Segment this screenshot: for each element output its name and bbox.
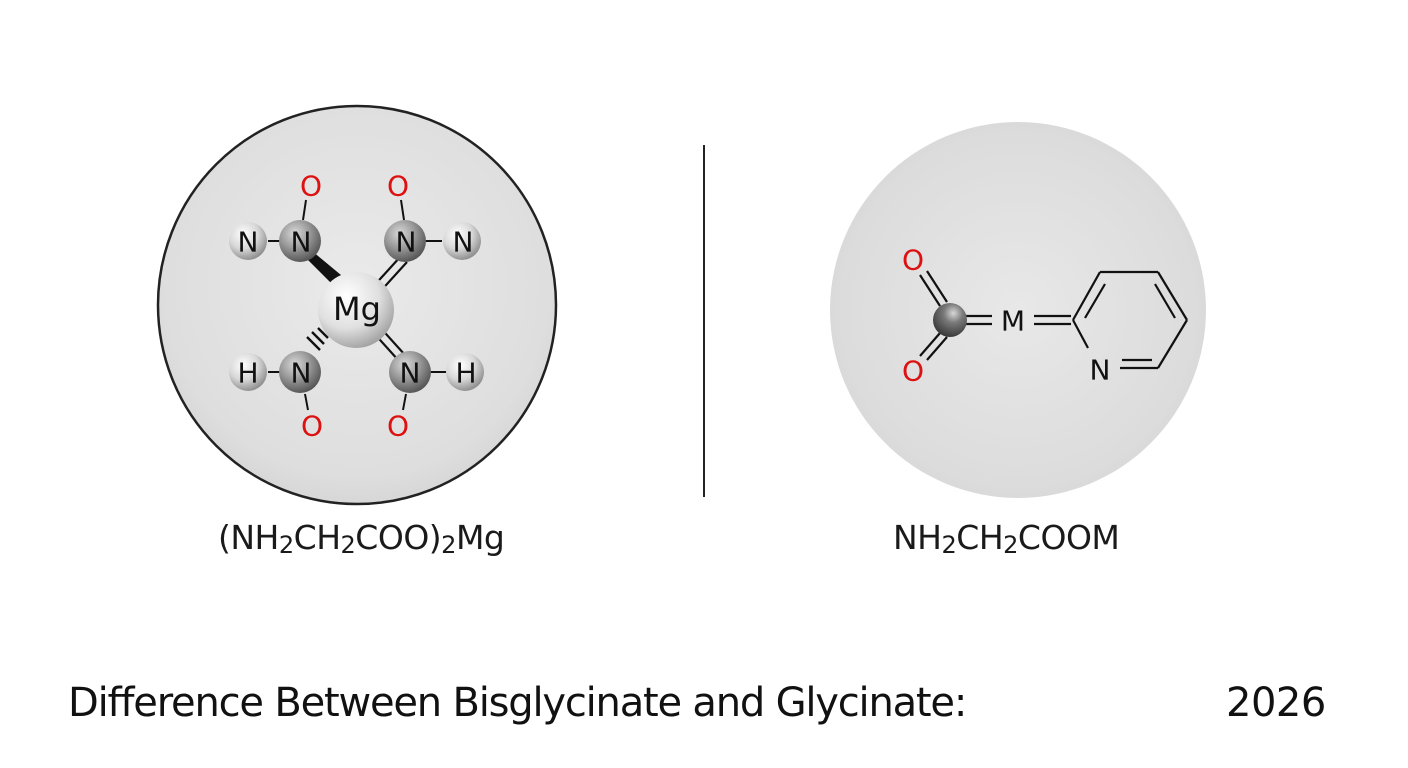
formula-subscript: 2 <box>340 531 356 559</box>
formula-subscript: 2 <box>1003 531 1018 559</box>
atom-label-m: M <box>1001 305 1025 338</box>
atom-label-o: O <box>902 244 924 277</box>
atom-label-mg: Mg <box>333 290 381 328</box>
atom-label-o: O <box>387 170 409 203</box>
atom-ball-n <box>384 220 426 262</box>
atom-label-o: O <box>902 355 924 388</box>
atom-ball-n <box>389 351 431 393</box>
atom-ball-h <box>229 353 267 391</box>
atom-ball-h <box>446 353 484 391</box>
atom-label-n: N <box>453 226 474 259</box>
atom-label-n: N <box>291 226 312 259</box>
formula-part: CH <box>956 518 1004 557</box>
atom-label-n: N <box>396 226 417 259</box>
atom-ball-mg <box>318 272 394 348</box>
formula-part: CH <box>293 518 341 557</box>
formula-part: COOM <box>1017 518 1120 557</box>
atom-ball-n <box>443 222 481 260</box>
atom-label-o: O <box>301 410 323 443</box>
formula-part: NH <box>893 518 942 557</box>
atom-ball-n <box>279 351 321 393</box>
atom-label-o: O <box>387 410 409 443</box>
caption-year: 2026 <box>1226 680 1326 726</box>
atom-label-h: H <box>237 357 258 390</box>
atom-label-n: N <box>238 226 259 259</box>
right-molecule-circle <box>830 122 1206 498</box>
pyridine-ring <box>1072 270 1188 370</box>
atom-label-h: H <box>455 357 476 390</box>
atom-ball-c <box>933 303 967 337</box>
bisglycinate-formula: (NH2CH2COO)2Mg <box>218 518 505 559</box>
glycinate-formula: NH2CH2COOM <box>893 518 1120 559</box>
atom-label-o: O <box>300 170 322 203</box>
formula-part: COO) <box>355 518 442 557</box>
atom-label-n: N <box>291 357 312 390</box>
atom-label-n: N <box>1090 354 1111 387</box>
atom-label-n: N <box>400 357 421 390</box>
atom-ball-n <box>279 220 321 262</box>
formula-part: (NH <box>218 518 279 557</box>
atom-ball-n <box>229 222 267 260</box>
bisglycinate-structure: O O O O N N N N H N N H Mg <box>156 104 558 506</box>
formula-part: Mg <box>455 518 505 557</box>
formula-subscript: 2 <box>941 531 957 559</box>
formula-subscript: 2 <box>278 531 294 559</box>
formula-subscript: 2 <box>441 531 456 559</box>
caption-title: Difference Between Bisglycinate and Glyc… <box>68 680 967 726</box>
glycinate-structure: O O M N <box>830 122 1206 498</box>
